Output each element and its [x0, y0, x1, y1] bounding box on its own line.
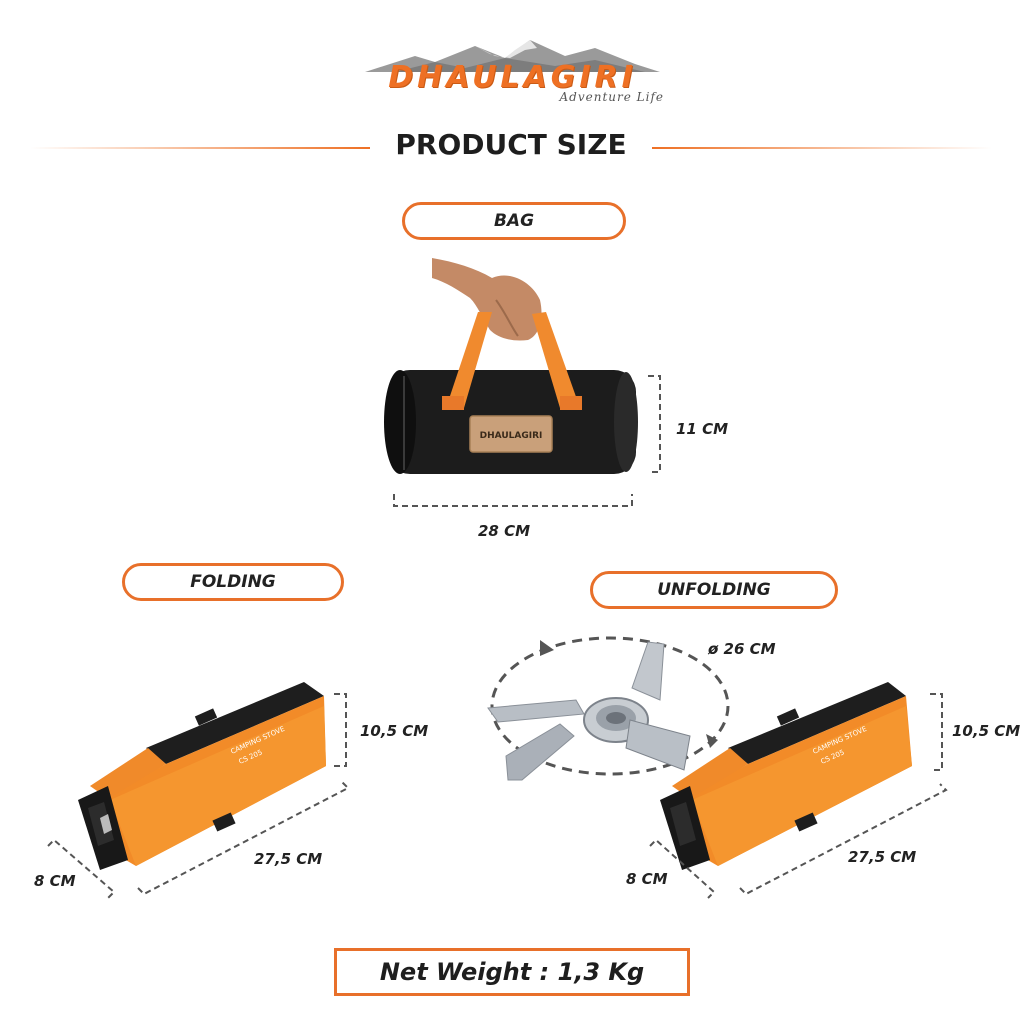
- folding-stove-illustration: CAMPING STOVE CS 205: [47, 682, 350, 899]
- unfolding-depth-label: 8 CM: [626, 870, 668, 888]
- folding-label: FOLDING: [122, 563, 344, 601]
- brand-tagline: Adventure Life: [559, 90, 664, 104]
- unfolding-label: UNFOLDING: [590, 571, 838, 609]
- bag-patch-text: DHAULAGIRI: [480, 431, 543, 441]
- title-divider-right: [652, 147, 992, 149]
- bag-width-label: 28 CM: [478, 522, 531, 540]
- page-title: PRODUCT SIZE: [395, 128, 627, 161]
- bag-illustration: DHAULAGIRI: [384, 258, 661, 507]
- folding-height-label: 10,5 CM: [360, 722, 429, 740]
- mountain-icon: [365, 40, 660, 72]
- brand-logo: DHAULAGIRI Adventure Life: [355, 38, 670, 108]
- net-weight-box: Net Weight : 1,3 Kg: [334, 948, 690, 996]
- bag-height-label: 11 CM: [676, 420, 729, 438]
- unfolding-stove-illustration: CAMPING STOVE CS 205: [487, 636, 948, 899]
- folding-depth-label: 8 CM: [34, 872, 76, 890]
- unfolding-length-label: 27,5 CM: [848, 848, 917, 866]
- title-divider-left: [30, 147, 370, 149]
- unfolding-height-label: 10,5 CM: [952, 722, 1021, 740]
- unfolding-diameter-label: ø 26 CM: [708, 640, 776, 658]
- bag-label: BAG: [402, 202, 626, 240]
- brand-name: DHAULAGIRI: [388, 60, 637, 95]
- folding-length-label: 27,5 CM: [254, 850, 323, 868]
